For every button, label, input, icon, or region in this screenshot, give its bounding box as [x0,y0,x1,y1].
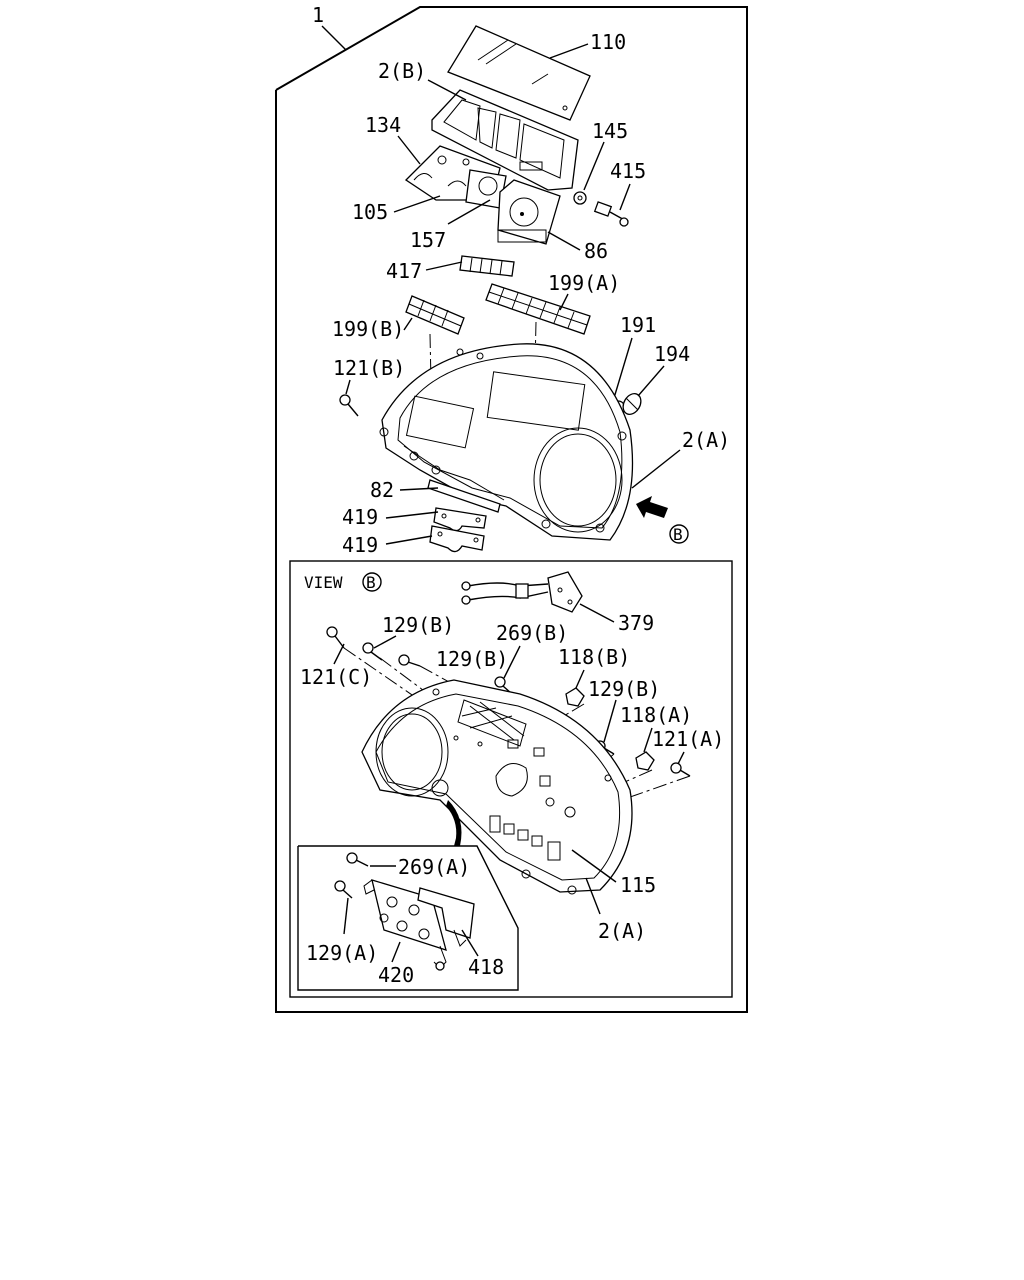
part-417-connector [459,255,515,277]
callout-118a: 118(A) [620,703,692,727]
part-115-circuit-board [361,679,633,895]
callout-129a: 129(A) [306,941,378,965]
callout-2a-top: 2(A) [682,428,730,452]
part-199b-chip [405,295,465,335]
view-b-marker: B [366,573,376,592]
part-199a-chip [485,283,591,335]
callout-415: 415 [610,159,646,183]
view-b-title: VIEW [304,573,343,592]
part-121c-screw [326,626,345,649]
part-415-bulb [593,201,629,227]
part-194-bulb [622,393,642,415]
callout-199b: 199(B) [332,317,404,341]
part-419-plate-upper [433,507,487,532]
callout-418: 418 [468,955,504,979]
inset-frame [297,845,519,991]
callout-129b-3: 129(B) [588,677,660,701]
part-418-plate [417,887,475,947]
callout-269a: 269(A) [398,855,470,879]
callout-129b-2: 129(B) [436,647,508,671]
callout-134: 134 [365,113,401,137]
callout-105: 105 [352,200,388,224]
part-2b-bezel [431,89,579,191]
callout-145: 145 [592,119,628,143]
callout-86: 86 [584,239,608,263]
callout-2a-bottom: 2(A) [598,919,646,943]
part-82-bracket [427,479,501,513]
callout-121b: 121(B) [333,356,405,380]
callout-269b: 269(B) [496,621,568,645]
callout-121a: 121(A) [652,727,724,751]
callout-420: 420 [378,963,414,987]
callout-129b-1: 129(B) [382,613,454,637]
callout-419-lower: 419 [342,533,378,557]
callout-2b: 2(B) [378,59,426,83]
inset-pointer-arrow [446,800,462,846]
part-419-plate-lower [429,525,485,553]
view-b-frame [289,560,733,998]
callout-118b: 118(B) [558,645,630,669]
callout-417: 417 [386,259,422,283]
callout-115: 115 [620,873,656,897]
part-86-speedometer [497,179,561,245]
part-269a-screw [346,852,369,867]
part-129b-screw-2 [398,654,421,667]
part-121a-screw [670,762,691,777]
part-129a-screw [334,880,353,899]
part-379-harness [461,571,583,613]
assembly-number: 1 [312,3,324,27]
part-118b-nut [565,687,585,707]
part-145-nut [573,191,587,205]
callout-157: 157 [410,228,446,252]
callout-199a: 199(A) [548,271,620,295]
part-110-lens [447,25,591,121]
part-118a-nut [635,751,655,771]
outer-frame [275,6,748,1013]
callout-110: 110 [590,30,626,54]
callout-379: 379 [618,611,654,635]
callout-419-upper: 419 [342,505,378,529]
view-b-arrow: B [636,496,689,544]
callout-194: 194 [654,342,690,366]
view-marker-arrow: B [673,525,683,544]
part-121b-screw [339,394,359,417]
callout-121c: 121(C) [300,665,372,689]
part-2a-housing [379,343,634,541]
callout-191: 191 [620,313,656,337]
callout-82: 82 [370,478,394,502]
